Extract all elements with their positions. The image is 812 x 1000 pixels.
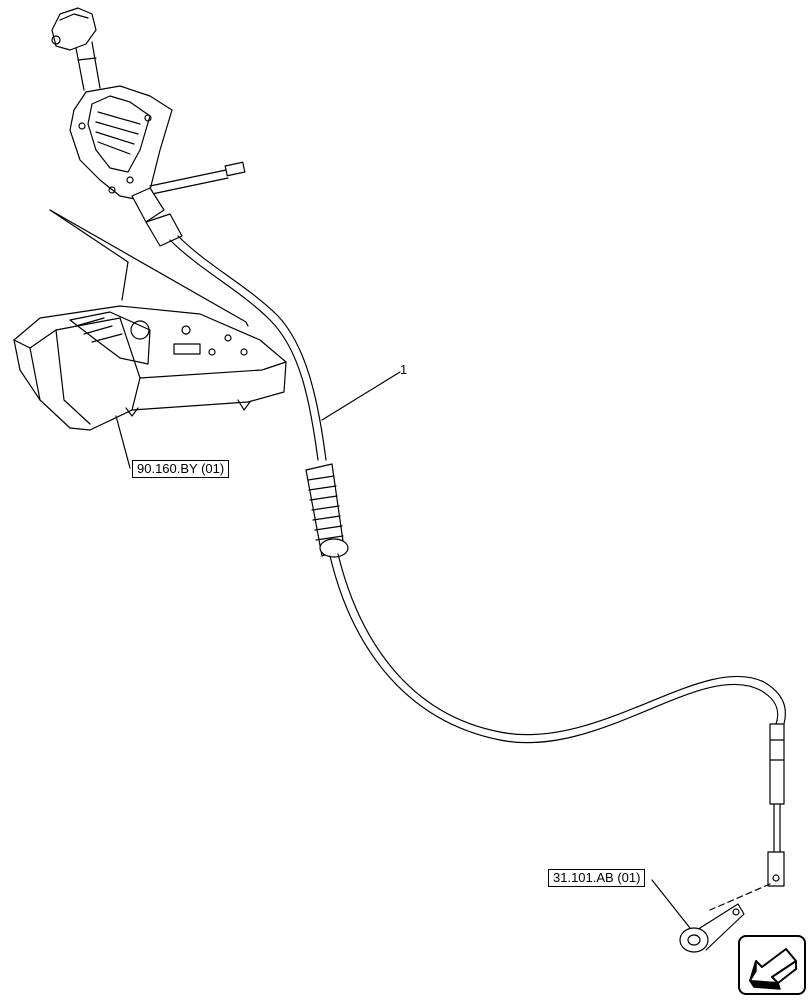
arrow-back-icon [749,948,797,990]
console-housing [13,305,287,431]
part-callout-1: 1 [400,362,408,377]
lever-reference-link[interactable]: 31.101.AB (01) [548,869,646,887]
lever-arm [679,903,745,953]
leader-lines [115,371,691,929]
console-reference-link[interactable]: 90.160.BY (01) [132,460,230,478]
shift-cable [169,235,786,911]
back-navigation-button[interactable] [738,935,806,995]
detail-pointer [49,209,249,327]
shift-lever-assembly [51,7,246,247]
